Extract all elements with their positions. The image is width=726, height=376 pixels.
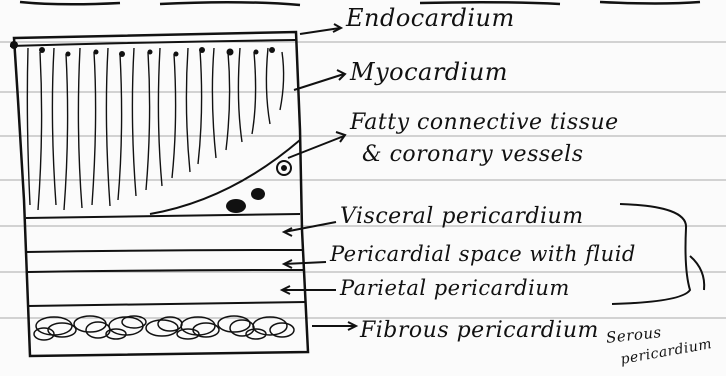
visceral-pericardium-layer bbox=[26, 214, 300, 218]
label-fibrous-pericardium: Fibrous pericardium bbox=[360, 318, 599, 343]
label-endocardium: Endocardium bbox=[346, 4, 515, 32]
myocardium-fibers bbox=[27, 48, 283, 210]
label-visceral-pericardium: Visceral pericardium bbox=[340, 204, 584, 229]
endocardium-layer bbox=[10, 40, 296, 46]
label-myocardium: Myocardium bbox=[350, 58, 508, 86]
coronary-vessels bbox=[226, 161, 291, 213]
pericardial-space-top bbox=[26, 250, 302, 252]
fibrous-pericardium-scribble bbox=[34, 316, 294, 340]
label-parietal-pericardium: Parietal pericardium bbox=[340, 276, 570, 300]
serous-bracket-tail bbox=[690, 256, 704, 290]
label-pericardial-space: Pericardial space with fluid bbox=[330, 242, 636, 266]
parietal-pericardium-layer bbox=[28, 302, 306, 306]
label-coronary-vessels: & coronary vessels bbox=[362, 142, 584, 167]
label-fatty-tissue: Fatty connective tissue bbox=[350, 110, 619, 135]
